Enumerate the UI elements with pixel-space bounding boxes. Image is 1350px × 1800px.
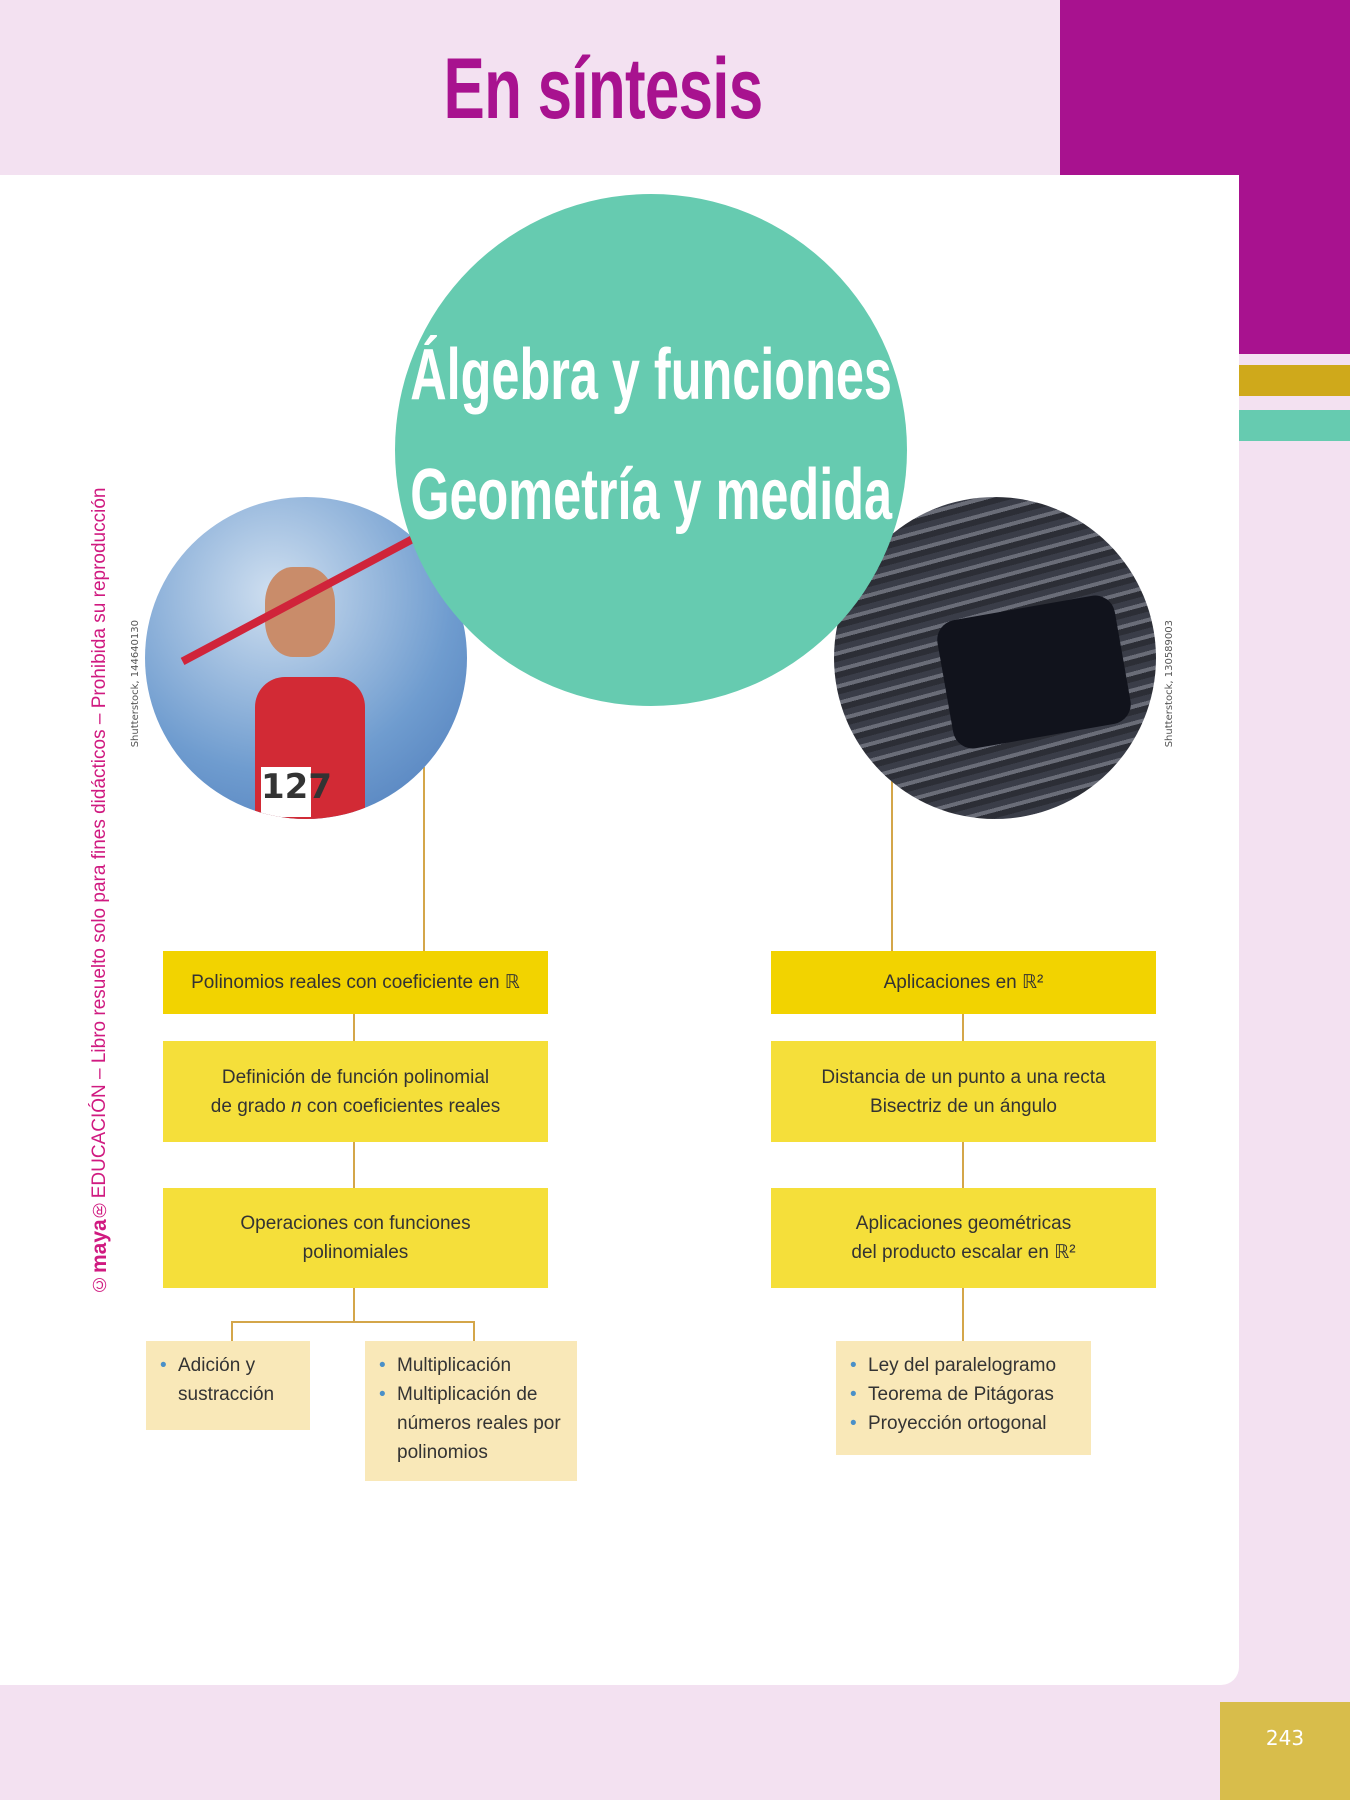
connector — [231, 1321, 233, 1341]
topic-geometry: Geometría y medida — [410, 455, 892, 535]
list-item: Teorema de Pitágoras — [848, 1380, 1081, 1409]
sub-box-geometry: Ley del paralelogramoTeorema de Pitágora… — [836, 1341, 1091, 1455]
sub-box-multiplication: MultiplicaciónMultiplicación de números … — [365, 1341, 577, 1481]
connector — [353, 1142, 355, 1188]
connector — [962, 1014, 964, 1041]
connector — [962, 1142, 964, 1188]
sub-box-addition: Adición y sustracción — [146, 1341, 310, 1430]
connector — [353, 1288, 355, 1321]
connector — [231, 1321, 475, 1323]
teal-strip — [1239, 410, 1350, 441]
topic-algebra: Álgebra y funciones — [410, 335, 892, 415]
maya-logo: maya — [88, 1219, 111, 1274]
page-number: 243 — [1220, 1702, 1350, 1800]
connector — [423, 767, 425, 951]
connector — [353, 1014, 355, 1041]
photo-credit-right: Shutterstock, 130589003 — [1164, 620, 1175, 748]
connector — [891, 767, 893, 951]
topic-circle: Álgebra y funciones Geometría y medida — [395, 194, 907, 706]
race-car — [934, 592, 1134, 752]
left-heading-box: Polinomios reales con coeficiente en ℝ — [163, 951, 548, 1014]
list-item: Multiplicación de números reales por pol… — [377, 1380, 567, 1467]
list-item: Adición y sustracción — [158, 1351, 300, 1409]
bib-number: 127 — [261, 767, 332, 817]
list-item: Ley del paralelogramo — [848, 1351, 1081, 1380]
connector — [962, 1288, 964, 1341]
page-title: En síntesis — [443, 41, 763, 137]
list-item: Proyección ortogonal — [848, 1409, 1081, 1438]
gold-strip — [1239, 365, 1350, 396]
race-car-photo — [834, 497, 1156, 819]
connector — [473, 1321, 475, 1341]
right-heading-box: Aplicaciones en ℝ² — [771, 951, 1156, 1014]
copyright-watermark: ©maya®EDUCACIÓN – Libro resuelto solo pa… — [88, 488, 111, 1295]
javelin-athlete-photo: 127 — [145, 497, 467, 819]
photo-credit-left: Shutterstock, 144640130 — [130, 620, 141, 748]
list-item: Multiplicación — [377, 1351, 567, 1380]
